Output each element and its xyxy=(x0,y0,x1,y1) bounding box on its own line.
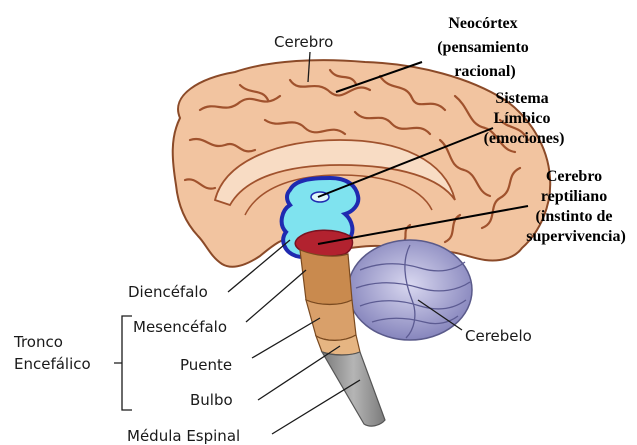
cerebellum xyxy=(348,240,472,340)
leader-puente xyxy=(252,318,320,358)
label-bulbo: Bulbo xyxy=(190,391,233,409)
label-tronco: Tronco Encefálico xyxy=(13,333,91,373)
leader-medula xyxy=(272,380,360,434)
label-limbico: Sistema Límbico (emociones) xyxy=(484,90,565,147)
label-puente: Puente xyxy=(180,356,232,374)
label-mesencefalo: Mesencéfalo xyxy=(133,318,227,336)
label-cerebelo: Cerebelo xyxy=(465,327,532,345)
midbrain xyxy=(300,250,352,305)
leader-mesencefalo xyxy=(246,270,306,322)
label-medula: Médula Espinal xyxy=(127,427,240,445)
tronco-bracket xyxy=(114,316,132,410)
leader-bulbo xyxy=(258,346,340,400)
pons xyxy=(306,300,356,340)
label-cerebro: Cerebro xyxy=(274,33,333,51)
spinal-cord xyxy=(322,352,385,426)
label-diencefalo: Diencéfalo xyxy=(128,283,208,301)
label-neocortex: Neocórtex (pensamiento racional) xyxy=(437,15,533,80)
